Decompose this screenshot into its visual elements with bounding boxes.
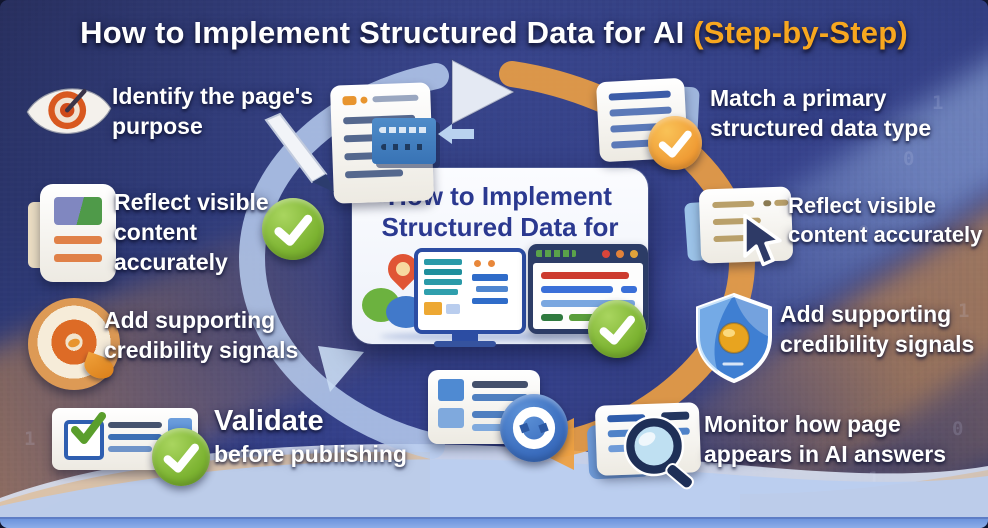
illustration-shadow [380, 332, 630, 341]
cursor-icon [743, 214, 782, 267]
document-cursor-icon [684, 186, 796, 274]
code-snippet-box [372, 118, 436, 164]
page-title: How to Implement Structured Data for AI … [0, 15, 988, 51]
eye-target-icon [25, 87, 113, 135]
desktop-monitor-icon [414, 248, 526, 334]
check-icon [588, 300, 646, 358]
center-card-illustration [352, 244, 648, 358]
document-check-icon [595, 77, 708, 174]
center-card-title-line2: Structured Data for [381, 212, 619, 243]
step-validate-label: Validate before publishing [214, 405, 407, 468]
check-icon [648, 116, 702, 170]
document-content-icon [28, 184, 128, 288]
step-identify-label: Identify the page's purpose [112, 83, 314, 139]
shield-icon [696, 292, 772, 384]
page-title-main: How to Implement Structured Data for AI [80, 15, 685, 50]
code-text-glyph [536, 250, 576, 257]
small-arrow-left-icon [438, 124, 474, 144]
monitor-base [434, 341, 496, 347]
document-magnifier-icon [586, 402, 708, 496]
center-card-title: How to Implement Structured Data for [352, 181, 648, 243]
step-reflect-left-label: Reflect visible content accurately [114, 189, 269, 275]
step-match-label: Match a primary structured data type [710, 85, 932, 141]
monitor-stand [452, 330, 478, 342]
step-monitor-label: Monitor how page appears in AI answers [704, 411, 947, 467]
step-by-step-badge: (Step-by-Step) [693, 15, 908, 50]
validate-subtitle: before publishing [214, 441, 407, 467]
step-credibility-right-label: Add supporting credibility signals [780, 301, 975, 357]
step-credibility-left-label: Add supporting credibility signals [104, 307, 299, 363]
check-icon [152, 428, 210, 486]
bottom-strip [0, 517, 988, 528]
step-reflect-right-label: Reflect visible content accurately [788, 193, 983, 247]
pencil-icon [264, 112, 334, 192]
validate-title: Validate [214, 405, 324, 437]
cycle-icon [500, 394, 568, 462]
document-pencil-icon [264, 80, 510, 210]
check-icon [262, 198, 324, 260]
magnifier-icon [623, 415, 694, 490]
